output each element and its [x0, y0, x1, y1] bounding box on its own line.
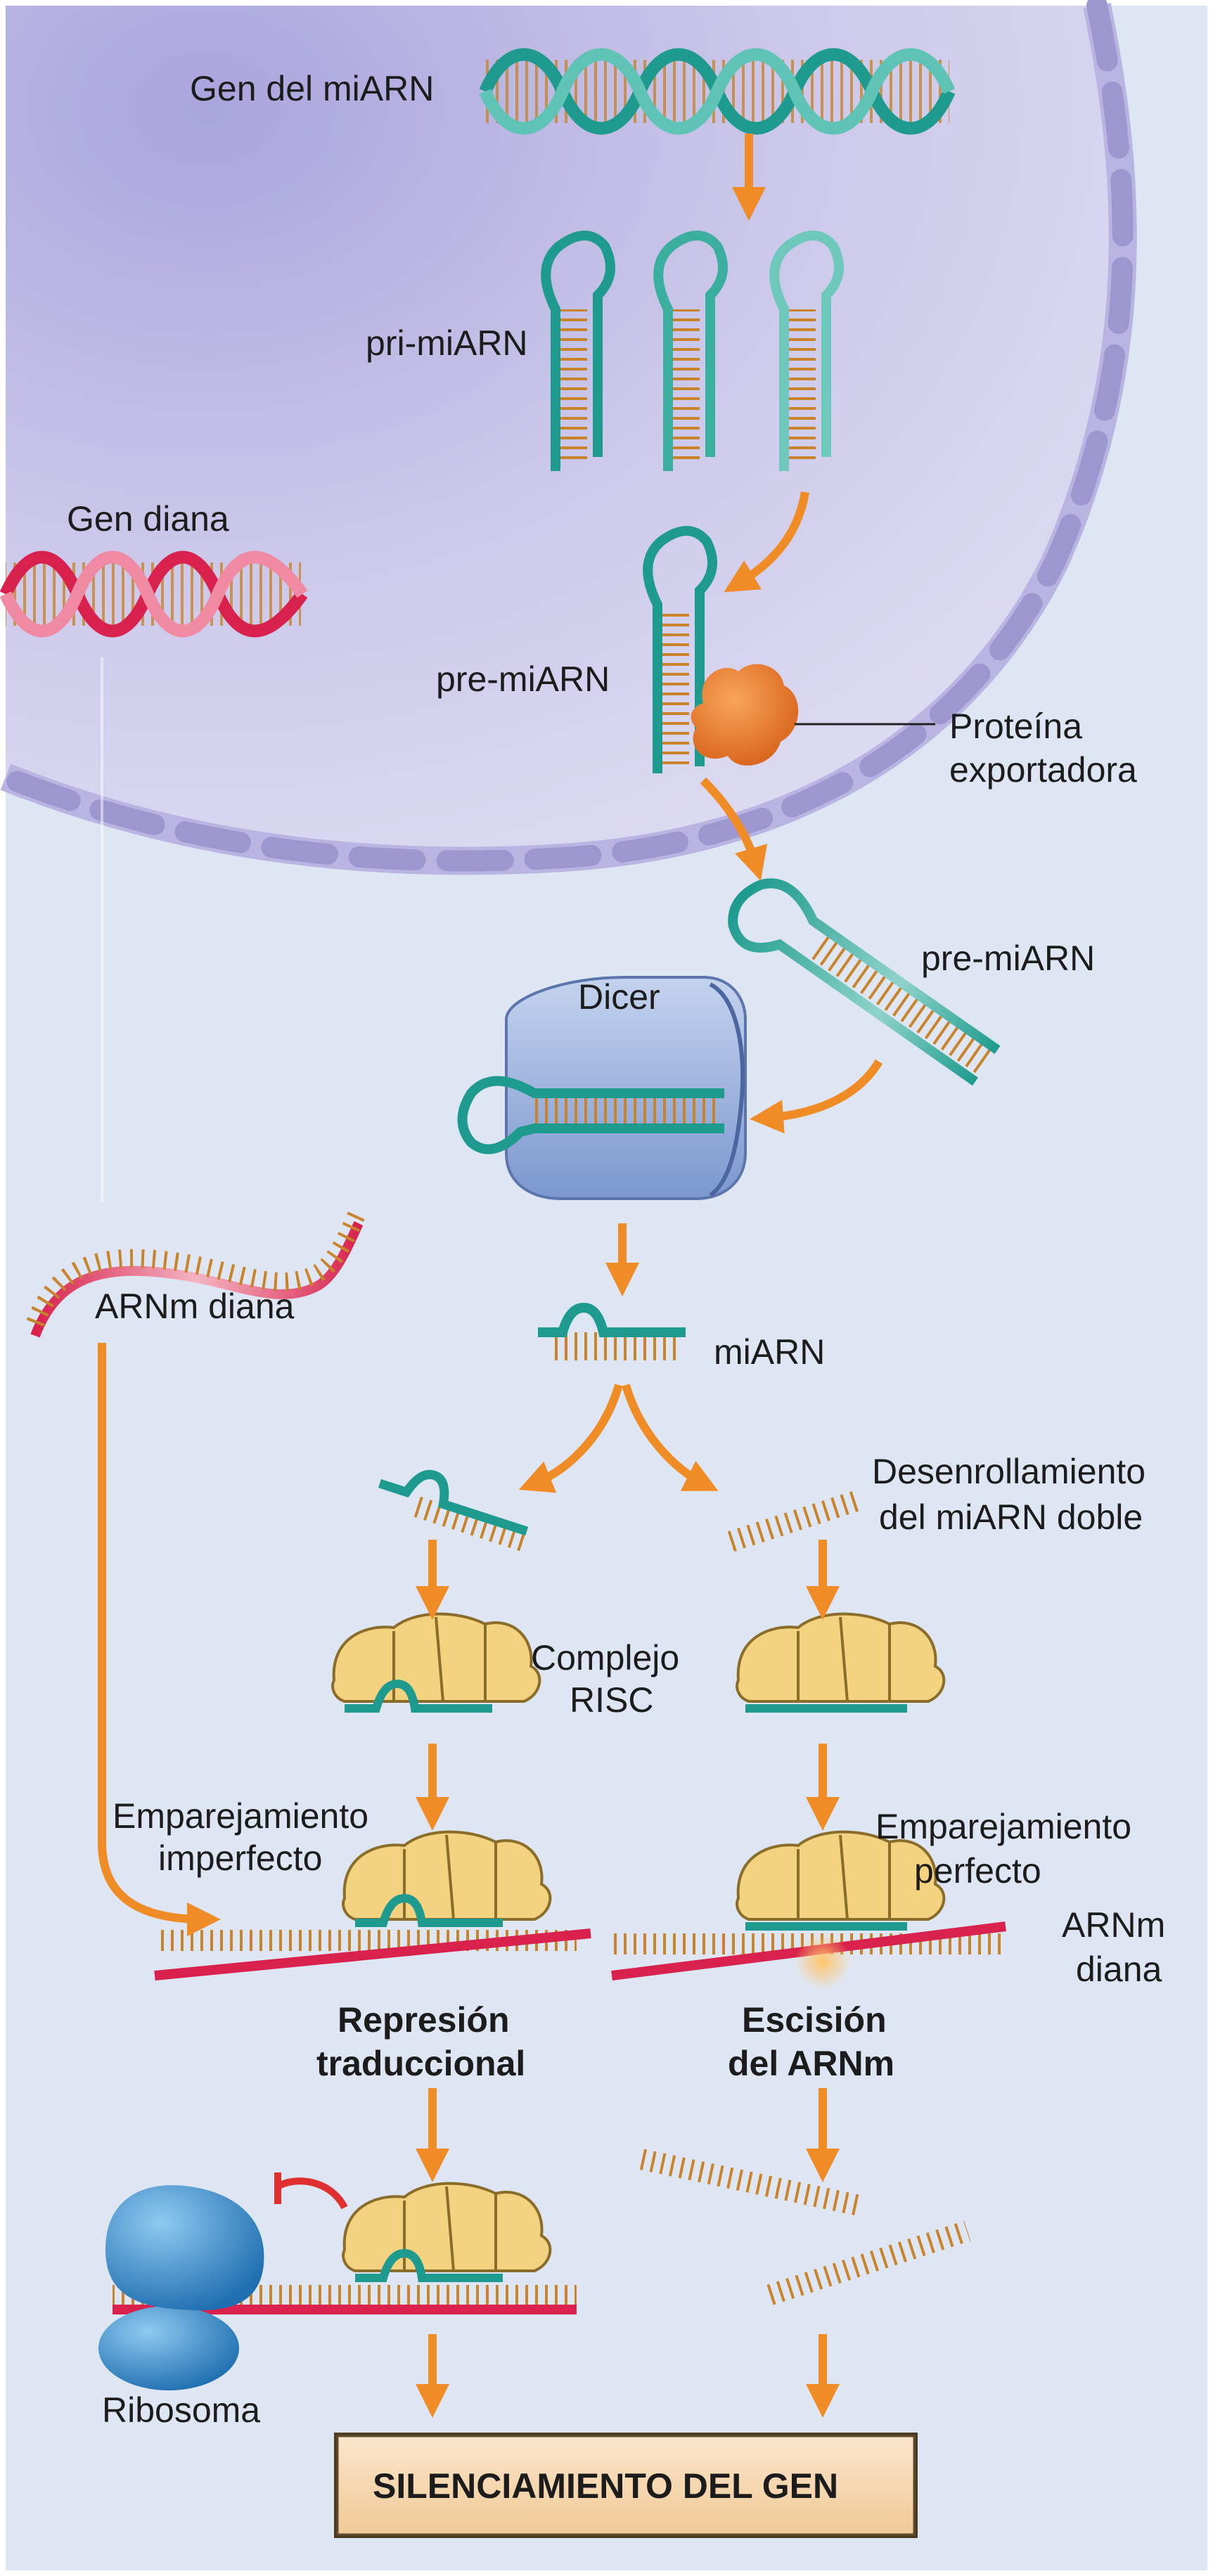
label-pri-mirna: pri-miARN	[366, 323, 528, 363]
mrna-cleavage-fragments	[635, 2148, 973, 2311]
label-ribosome: Ribosoma	[102, 2390, 260, 2430]
process-arrows	[416, 134, 883, 2418]
label-cleavage-line1: Escisión	[742, 2000, 887, 2040]
label-risc-line2: RISC	[570, 1680, 653, 1720]
arrow-to-dicer	[750, 1059, 883, 1134]
risc-perfect-pairing	[611, 1830, 1006, 1990]
label-cleavage-line2: del ARNm	[728, 2044, 894, 2083]
target-mrna-wave	[26, 1206, 367, 1338]
label-exporter-line2: exportadora	[949, 750, 1137, 790]
label-perfect-line2: perfecto	[914, 1851, 1041, 1891]
label-target-mrna: ARNm diana	[95, 1287, 295, 1326]
inhibition-arrow	[276, 2177, 348, 2210]
label-imperfect-line2: imperfecto	[158, 1838, 322, 1878]
arrow-unwind-left	[518, 1384, 623, 1493]
label-risc-line1: Complejo	[531, 1638, 679, 1677]
label-exporter-line1: Proteína	[949, 707, 1082, 746]
label-pre-mirna-cytoplasm: pre-miARN	[921, 939, 1095, 978]
label-unwinding-line1: Desenrollamiento	[872, 1452, 1145, 1491]
mirna-gene-dna	[479, 48, 956, 135]
label-perfect-line1: Emparejamiento	[875, 1807, 1131, 1846]
ribosome-small-subunit	[98, 2306, 239, 2390]
label-imperfect-line1: Emparejamiento	[113, 1796, 368, 1836]
label-repression-line1: Represión	[338, 2000, 510, 2040]
label-pre-mirna-nucleus: pre-miARN	[436, 659, 610, 699]
pri-mirna-structure	[527, 231, 900, 477]
arrow-export	[700, 777, 768, 881]
arrow-unwind-right	[622, 1384, 719, 1491]
label-mirna: miARN	[714, 1332, 825, 1372]
dicer-enzyme	[457, 976, 747, 1200]
label-target-mrna2-line1: ARNm	[1062, 1905, 1165, 1945]
exporter-protein	[691, 664, 935, 766]
pre-mirna-nuclear	[643, 526, 717, 773]
target-gene-dna	[0, 550, 308, 638]
label-dicer: Dicer	[578, 977, 660, 1017]
pre-mirna-cytoplasmic	[728, 878, 1001, 1086]
ribosome-large-subunit	[105, 2185, 264, 2311]
risc-imperfect-pairing	[154, 1830, 591, 1981]
arrow-processing	[724, 491, 809, 593]
risc-complex-left	[331, 1612, 541, 1713]
label-unwinding-line2: del miARN doble	[879, 1498, 1143, 1537]
label-target-gene: Gen diana	[67, 499, 229, 539]
target-mrna-path	[97, 657, 221, 1936]
label-mirna-gene: Gen del miARN	[190, 69, 434, 108]
risc-complex-right	[736, 1612, 946, 1713]
unwound-strand-left	[378, 1469, 529, 1552]
result-box	[334, 2433, 918, 2538]
unwound-strand-right	[722, 1480, 873, 1553]
label-target-mrna2-line2: diana	[1076, 1950, 1162, 1989]
label-result: SILENCIAMIENTO DEL GEN	[373, 2466, 838, 2506]
label-repression-line2: traduccional	[316, 2044, 525, 2083]
translational-repression-scene	[98, 2172, 577, 2390]
mirna-duplex	[538, 1302, 686, 1372]
